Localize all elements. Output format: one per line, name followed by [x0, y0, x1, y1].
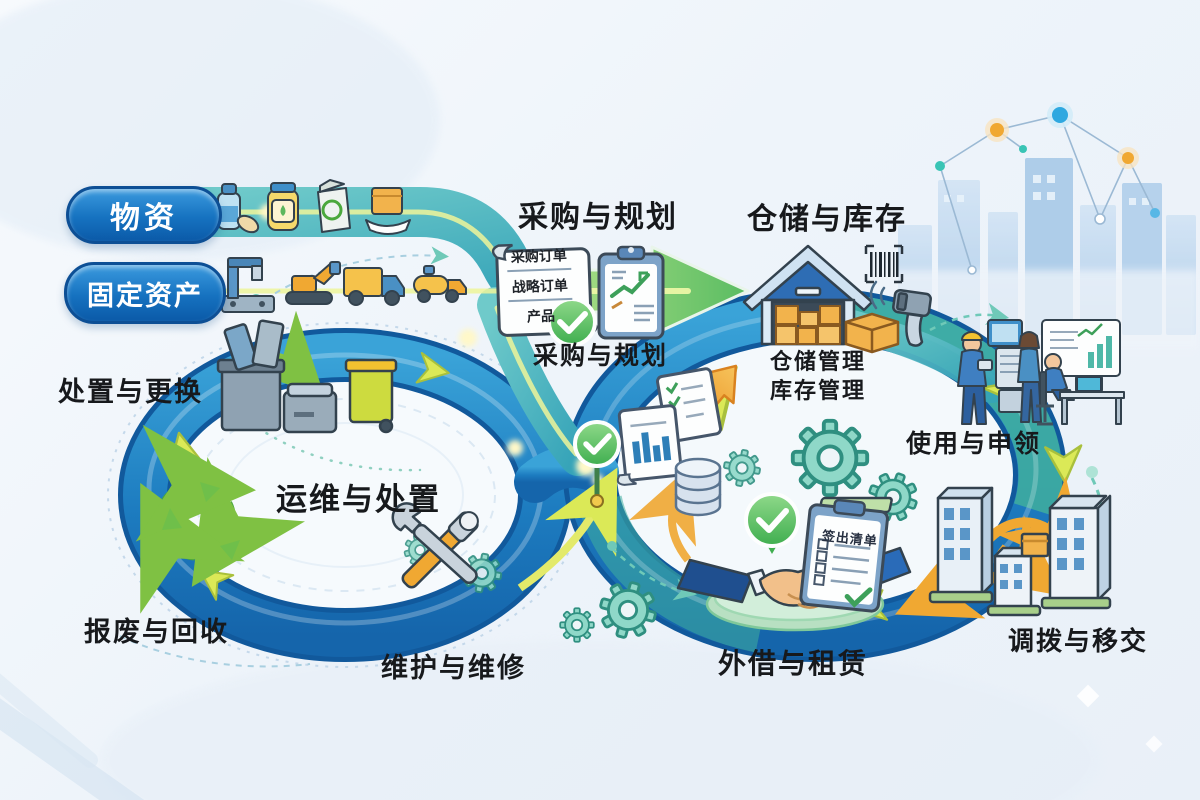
scanner-icon	[869, 280, 932, 347]
disposal-bins-icon	[216, 319, 398, 434]
warehousing-title: 仓储与库存	[747, 202, 907, 237]
replacement-label: 处置与更换	[58, 377, 203, 408]
machine-icon	[221, 257, 275, 313]
check-pin-icon	[573, 420, 621, 508]
operations-label: 运维与处置	[276, 482, 441, 518]
buildings-transfer-icon	[818, 486, 1112, 617]
lending-label: 外借与租赁	[718, 647, 869, 680]
assets-icons	[221, 257, 467, 313]
recycle-bag-icon	[317, 179, 351, 233]
scroll-item: 战略订单	[507, 274, 573, 303]
warehouse-mgmt-label: 仓储管理	[770, 350, 867, 375]
inventory-mgmt-label: 库存管理	[770, 379, 867, 405]
procurement-title: 采购与规划	[518, 200, 678, 235]
chart-document-icon	[616, 404, 683, 486]
usage-label: 使用与申领	[906, 429, 1042, 458]
wrench-tools-icon	[391, 502, 479, 589]
scroll-items: 采购订单 战略订单 产品	[506, 244, 573, 335]
database-icon	[674, 457, 722, 517]
materials-pill-label: 物资	[110, 201, 178, 236]
fixed-assets-pill: 固定资产	[64, 262, 226, 324]
recycling-label: 报废与回收	[84, 617, 229, 648]
clipboard-chart-icon	[597, 245, 665, 340]
box-in-hand-icon	[365, 187, 411, 235]
workers-illustration	[957, 319, 1125, 426]
check-balloon-icon	[744, 492, 800, 554]
excavator-icon	[285, 261, 341, 305]
scroll-item: 采购订单	[506, 244, 572, 273]
jar-icon	[267, 182, 299, 231]
barcode-icon	[864, 244, 904, 284]
procurement-label: 采购与规划	[533, 341, 669, 370]
tanker-truck-icon	[413, 265, 467, 303]
network-graph	[935, 102, 1160, 275]
truck-icon	[343, 267, 405, 306]
checkout-clipboard-icon	[799, 498, 889, 613]
transfer-label: 调拨与移交	[1008, 627, 1149, 657]
transfer-box-icon	[1020, 532, 1050, 558]
materials-icons	[217, 179, 411, 235]
bottle-icon	[217, 183, 260, 234]
gear-icon	[559, 607, 595, 643]
check-circle-icon	[547, 297, 597, 347]
warehouse-management-labels: 仓储管理 库存管理	[770, 348, 866, 406]
scroll-item: 产品	[526, 308, 556, 326]
recycling-icon	[135, 424, 306, 614]
materials-pill: 物资	[66, 186, 222, 244]
fixed-assets-pill-label: 固定资产	[87, 280, 203, 312]
gear-icon	[790, 418, 870, 498]
maintenance-label: 维护与维修	[381, 653, 526, 684]
warehouse-icon	[742, 244, 900, 354]
